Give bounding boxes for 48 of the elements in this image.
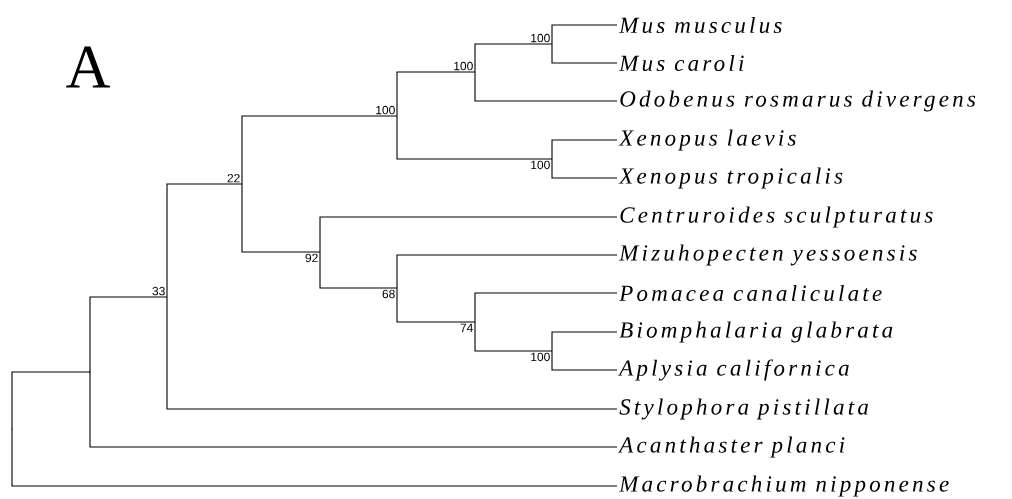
bootstrap-value: 22 bbox=[227, 173, 240, 183]
tree-branch bbox=[396, 287, 476, 323]
bootstrap-value: 68 bbox=[382, 289, 395, 299]
species-label: Odobenus rosmarus divergens bbox=[620, 90, 976, 112]
tree-branch bbox=[474, 71, 618, 102]
tree-branch bbox=[319, 251, 398, 289]
tree-branch bbox=[474, 43, 553, 73]
species-label: Centruroides sculpturatus bbox=[620, 206, 933, 228]
tree-branch bbox=[396, 71, 476, 117]
bootstrap-value: 100 bbox=[531, 33, 550, 43]
species-label: Biomphalaria glabrata bbox=[619, 321, 893, 343]
tree-branch bbox=[89, 296, 168, 373]
tree-branch bbox=[11, 428, 618, 487]
tree-branch bbox=[474, 292, 618, 323]
bootstrap-value: 100 bbox=[376, 105, 395, 115]
bootstrap-value: 92 bbox=[305, 253, 318, 263]
species-label: Xenopus tropicalis bbox=[618, 167, 843, 189]
tree-branch bbox=[11, 371, 91, 430]
species-label: Mus musculus bbox=[618, 16, 782, 34]
tree-branch bbox=[241, 183, 321, 253]
panel-letter: A bbox=[66, 46, 110, 88]
tree-branch bbox=[166, 296, 618, 410]
species-label: Aplysia californica bbox=[617, 359, 849, 381]
bootstrap-value: 100 bbox=[531, 352, 550, 362]
tree-branch bbox=[89, 371, 618, 448]
species-label: Stylophora pistillata bbox=[619, 398, 868, 420]
tree-branch bbox=[396, 115, 553, 160]
tree-branch bbox=[551, 158, 618, 179]
species-label: Pomacea canaliculate bbox=[619, 284, 882, 302]
tree-branch bbox=[551, 24, 618, 45]
species-label: Macrobrachium nipponense bbox=[618, 475, 949, 497]
species-label: Mus caroli bbox=[618, 54, 744, 72]
tree-branch bbox=[474, 321, 553, 352]
tree-branch bbox=[319, 216, 618, 253]
tree-branch bbox=[241, 115, 398, 185]
bootstrap-value: 100 bbox=[454, 61, 473, 71]
tree-branch bbox=[551, 43, 618, 64]
tree-branch bbox=[166, 183, 243, 298]
tree-branch bbox=[551, 350, 618, 371]
bootstrap-value: 33 bbox=[152, 286, 165, 296]
bootstrap-value: 74 bbox=[460, 323, 473, 332]
species-label: Acanthaster planci bbox=[617, 436, 845, 458]
tree-branch bbox=[396, 254, 618, 289]
tree-branch bbox=[551, 331, 618, 352]
species-label: Mizuhopecten yessoensis bbox=[618, 244, 917, 266]
bootstrap-value: 100 bbox=[531, 160, 550, 170]
tree-branch bbox=[551, 139, 618, 160]
species-label: Xenopus laevis bbox=[618, 129, 796, 151]
